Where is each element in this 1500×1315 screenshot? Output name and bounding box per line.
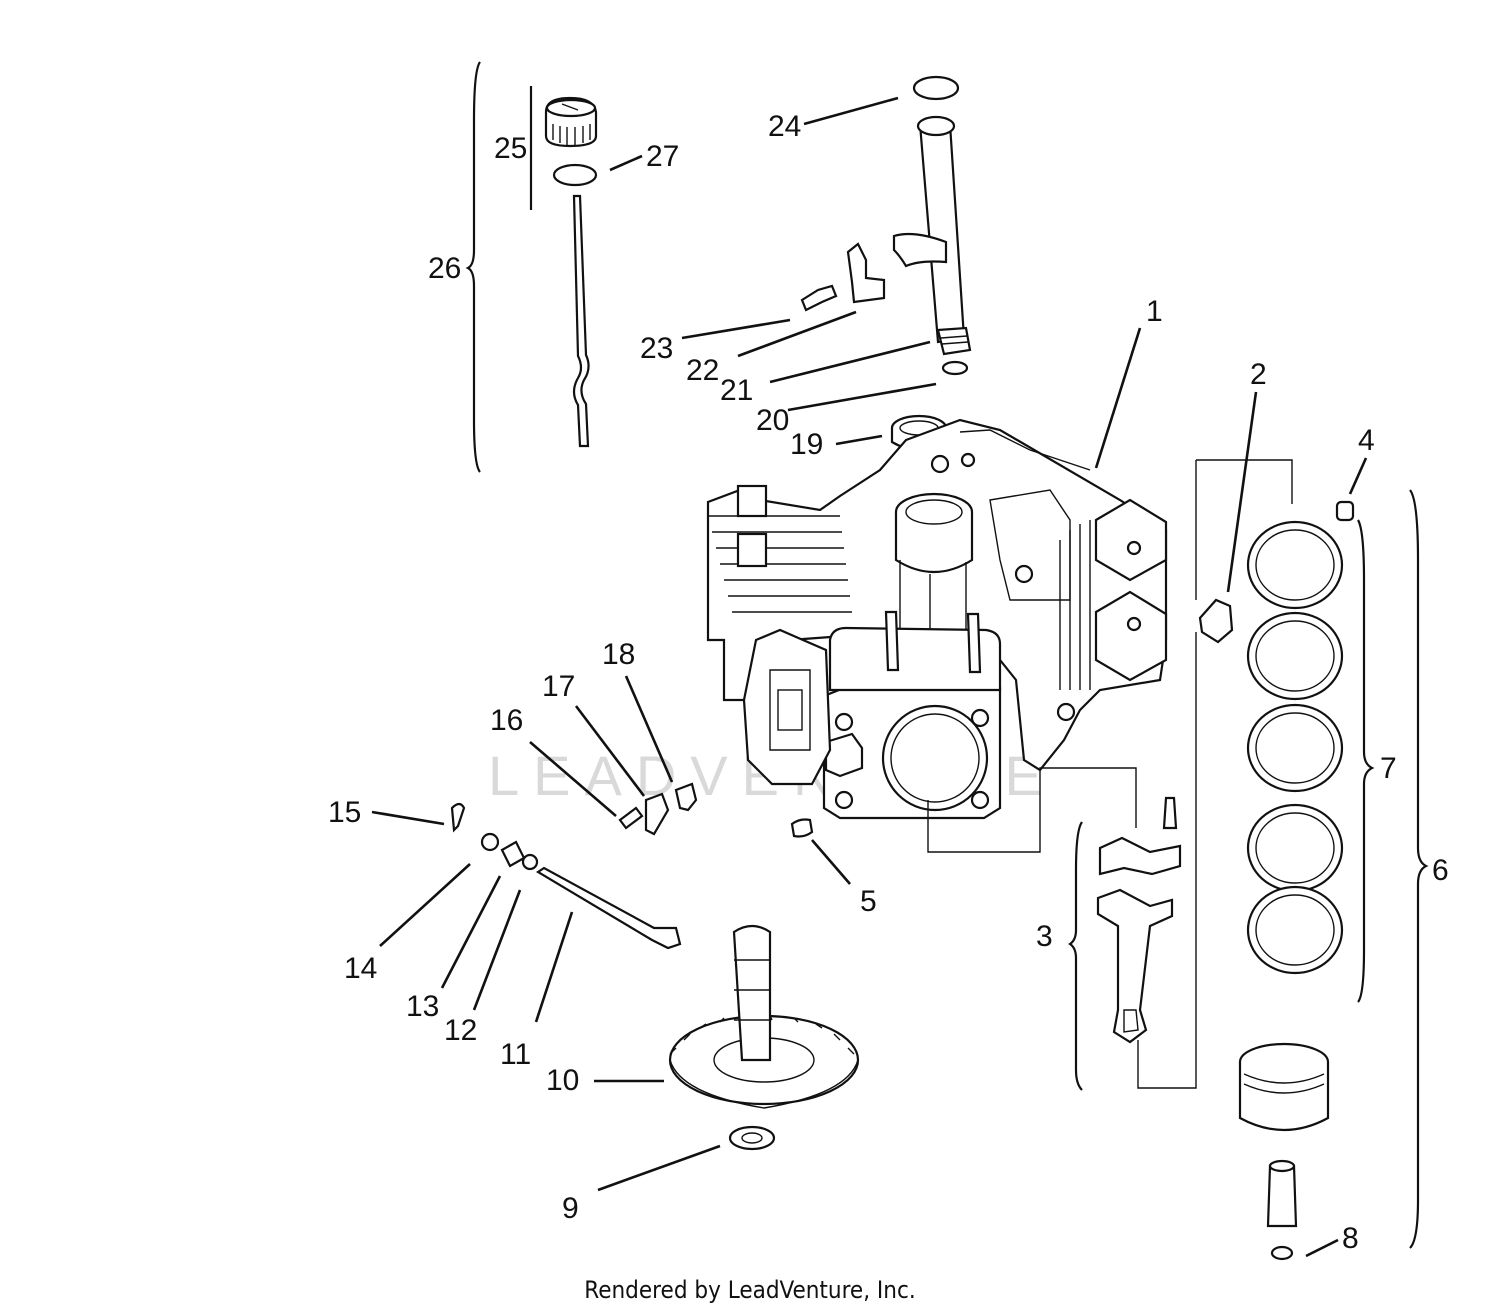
callout-17: 17 [542,670,575,703]
guide-line-rod [927,767,1137,853]
oil-cap-part [544,96,598,148]
o-ring-24 [912,75,960,101]
o-ring-27 [552,163,598,187]
plug-5-part [790,818,814,838]
callout-4: 4 [1358,424,1375,457]
footer-credit: Rendered by LeadVenture, Inc. [584,1276,916,1304]
callout-9: 9 [562,1192,579,1225]
leader-27 [609,154,643,172]
callout-5: 5 [860,885,877,918]
washer-9-hole [741,1132,763,1144]
dipstick-part [572,194,590,448]
callout-23: 23 [640,332,673,365]
callout-16: 16 [490,704,523,737]
leader-9 [597,1144,721,1192]
leader-2 [1226,391,1258,593]
callout-1: 1 [1146,295,1163,328]
screw-23-part [800,284,838,312]
oil-fill-tube-part [892,115,972,356]
camshaft-part [668,924,860,1109]
crankcase-part [706,418,1168,772]
leader-14 [379,863,471,947]
callout-10: 10 [546,1064,579,1097]
leader-19 [835,434,883,446]
callout-14: 14 [344,952,377,985]
piston-rings-part [1246,520,1344,975]
callout-27: 27 [646,140,679,173]
pin-4-part [1335,500,1355,522]
bracket-26 [465,61,481,473]
callout-24: 24 [768,110,801,143]
o-ring-20 [941,360,969,376]
callout-6: 6 [1432,854,1449,887]
leader-18 [624,675,674,783]
leader-4 [1348,457,1368,495]
callout-21: 21 [720,374,753,407]
leader-21 [769,340,931,384]
callout-2: 2 [1250,358,1267,391]
pin-15-part [450,802,466,833]
cylinder-block-part [742,610,1002,820]
lever-17-part [644,792,670,836]
bracket-7 [1357,519,1375,1003]
callout-3: 3 [1036,920,1053,953]
callout-12: 12 [444,1014,477,1047]
callout-15: 15 [328,796,361,829]
bracket-6 [1409,489,1429,1249]
leader-11 [534,911,574,1023]
link-18-part [674,782,698,812]
callout-7: 7 [1380,752,1397,785]
leader-20 [787,382,937,412]
leader-8 [1305,1238,1339,1258]
leader-13 [440,875,502,989]
shaft-11-part [535,866,682,950]
leader-22 [737,310,857,358]
bracket-22-part [846,242,886,304]
leader-23 [681,318,791,340]
fitting-2-part [1198,598,1234,644]
leader-17 [574,705,646,797]
callout-22: 22 [686,354,719,387]
callout-13: 13 [406,990,439,1023]
leader-16 [529,741,617,817]
bushing-13-part [500,840,526,868]
washer-12-part [521,853,539,871]
callout-8: 8 [1342,1222,1359,1255]
leader-15 [371,810,445,826]
washer-14-part [480,832,500,852]
callout-18: 18 [602,638,635,671]
callout-26: 26 [428,252,461,285]
guide-line-rings [1137,459,1293,1089]
leader-5 [811,839,851,885]
leader-1 [1094,327,1142,469]
connecting-rod-part [1096,796,1182,1044]
callout-19: 19 [790,428,823,461]
leader-24 [803,96,899,126]
piston-part [1238,1042,1330,1261]
callout-20: 20 [756,404,789,437]
leader-12 [472,889,522,1011]
callout-25: 25 [494,132,527,165]
washer-9-part [728,1125,776,1151]
bolt-16-part [618,806,644,830]
callout-11: 11 [500,1038,531,1071]
bracket-3 [1068,821,1083,1091]
